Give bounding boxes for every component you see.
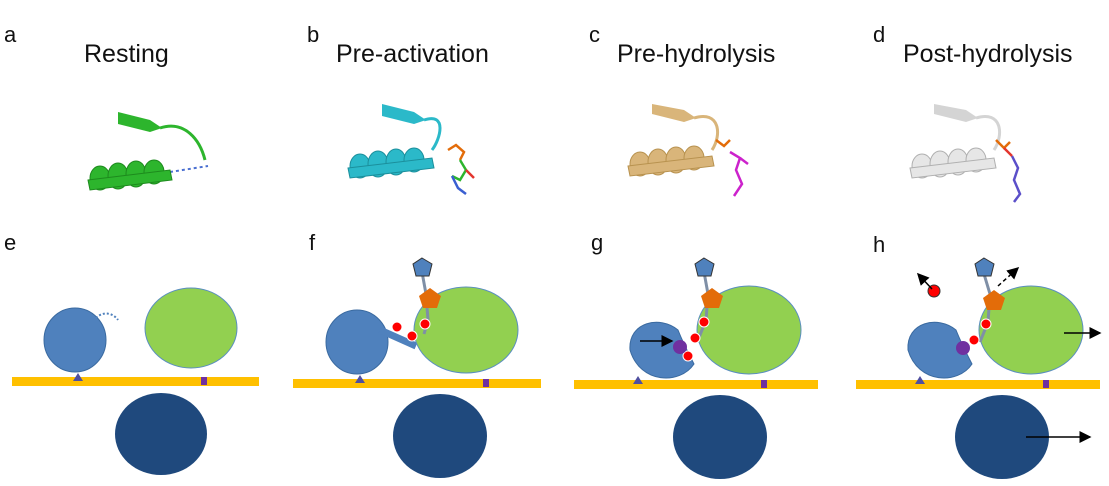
beta-strand bbox=[118, 112, 162, 132]
square-marker bbox=[1043, 380, 1049, 388]
panel-letter-d: d bbox=[873, 22, 886, 47]
small-domain bbox=[325, 309, 389, 375]
panel-letter-h: h bbox=[873, 232, 886, 257]
small-domain bbox=[43, 307, 107, 373]
membrane-bar bbox=[12, 377, 259, 386]
loop bbox=[975, 115, 1002, 151]
alpha-helix bbox=[347, 147, 435, 179]
panel-letter-e: e bbox=[4, 230, 17, 255]
square-marker bbox=[201, 377, 207, 385]
schematic-h bbox=[856, 257, 1102, 479]
membrane-bar bbox=[856, 380, 1100, 389]
pre-hydrolysis-structure bbox=[627, 104, 749, 197]
disordered-loop bbox=[169, 165, 209, 173]
beta-strand bbox=[652, 104, 696, 122]
panel-title-post-hydrolysis: Post-hydrolysis bbox=[903, 40, 1073, 68]
schematic-g bbox=[574, 257, 818, 479]
release-arrow-dashed bbox=[997, 266, 1020, 287]
panel-title-resting: Resting bbox=[84, 40, 169, 68]
bottom-domain bbox=[115, 393, 207, 475]
phosphate-dot bbox=[419, 318, 431, 330]
phosphate-dot bbox=[968, 334, 980, 346]
beta-strand bbox=[382, 104, 426, 124]
large-domain bbox=[978, 285, 1084, 375]
disordered-linker bbox=[95, 312, 119, 321]
nucleotide-ligand bbox=[715, 139, 749, 197]
nucleotide-ligand bbox=[995, 139, 1022, 203]
ribose-pentagon bbox=[974, 257, 995, 277]
catalytic-residue-dot bbox=[673, 340, 687, 354]
ribose-pentagon bbox=[694, 257, 715, 277]
alpha-helix bbox=[909, 147, 997, 179]
base-pentagon bbox=[419, 288, 441, 308]
large-domain bbox=[413, 286, 519, 374]
linker bbox=[378, 326, 418, 350]
schematic-f bbox=[293, 257, 541, 478]
bottom-domain bbox=[393, 394, 487, 478]
loop bbox=[693, 115, 720, 151]
square-marker bbox=[761, 380, 767, 388]
phosphate-dot bbox=[406, 330, 418, 342]
base-pentagon bbox=[701, 288, 723, 308]
square-marker bbox=[483, 379, 489, 387]
panel-letter-b: b bbox=[307, 22, 320, 47]
triangle-marker bbox=[355, 375, 365, 383]
pre-activation-structure bbox=[347, 104, 475, 195]
phosphate-dot bbox=[682, 350, 694, 362]
release-arrow bbox=[916, 272, 933, 290]
large-domain bbox=[144, 287, 238, 369]
bottom-domain bbox=[673, 395, 767, 479]
triangle-marker bbox=[915, 376, 925, 384]
alpha-helix bbox=[627, 145, 715, 177]
ribose-pentagon bbox=[412, 257, 433, 277]
membrane-bar bbox=[574, 380, 818, 389]
base-pentagon bbox=[983, 290, 1005, 310]
panel-letter-f: f bbox=[309, 230, 316, 255]
loop bbox=[423, 117, 442, 151]
bottom-domain bbox=[955, 395, 1049, 479]
loop bbox=[159, 124, 207, 161]
panel-title-pre-activation: Pre-activation bbox=[336, 40, 489, 68]
catalytic-residue-dot bbox=[956, 341, 970, 355]
panel-title-pre-hydrolysis: Pre-hydrolysis bbox=[617, 40, 776, 68]
panel-letter-g: g bbox=[591, 230, 604, 255]
panel-letter-c: c bbox=[589, 22, 600, 47]
large-domain bbox=[696, 285, 802, 375]
phosphate-dot bbox=[689, 332, 701, 344]
resting-structure bbox=[87, 112, 209, 191]
phosphate-dot bbox=[391, 321, 403, 333]
beta-strand bbox=[934, 104, 978, 122]
schematic-e bbox=[12, 287, 259, 475]
triangle-marker bbox=[73, 373, 83, 381]
post-hydrolysis-structure bbox=[909, 104, 1022, 203]
panel-letter-a: a bbox=[4, 22, 17, 47]
alpha-helix bbox=[87, 159, 173, 191]
triangle-marker bbox=[633, 376, 643, 384]
membrane-bar bbox=[293, 379, 541, 388]
phosphate-dot bbox=[698, 316, 710, 328]
nucleotide-ligand bbox=[447, 143, 475, 195]
phosphate-dot bbox=[980, 318, 992, 330]
